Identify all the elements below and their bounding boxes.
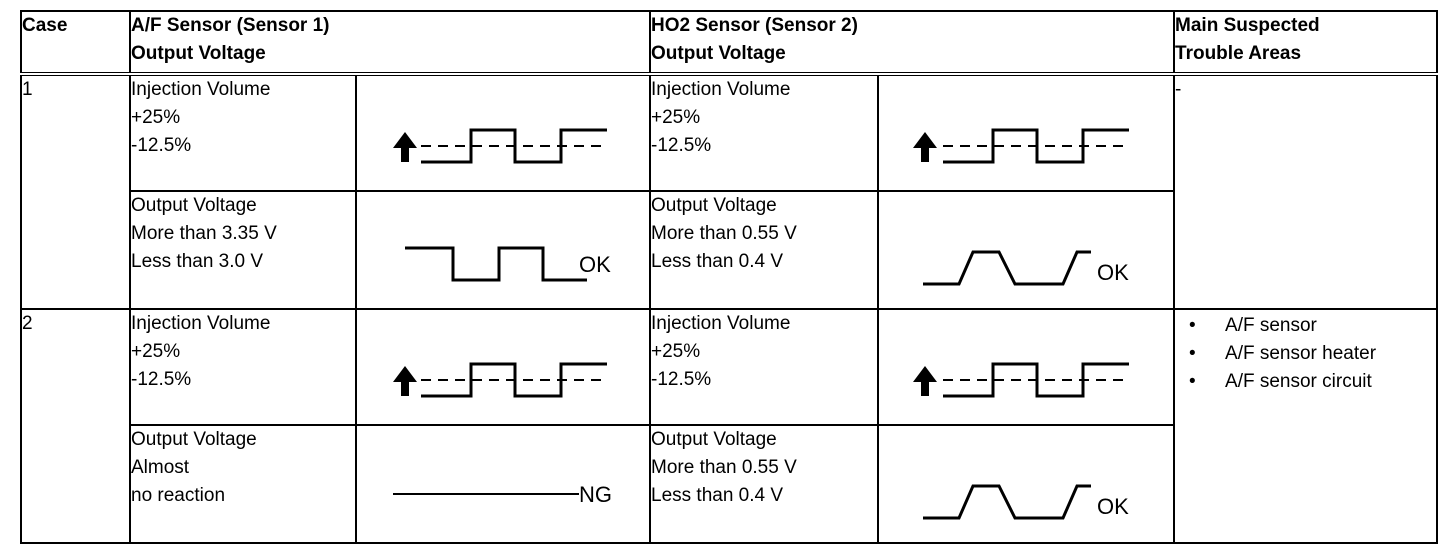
af-output-waveform-icon: OK — [405, 246, 611, 282]
case-number: 2 — [20, 308, 131, 544]
case-1-injection-row: 1 Injection Volume+25%-12.5% Injection V… — [20, 73, 1439, 310]
list-item: •A/F sensor heater — [1189, 343, 1377, 364]
af-output-graph: OK — [355, 190, 651, 310]
list-item: •A/F sensor — [1189, 315, 1317, 336]
injection-waveform-icon — [913, 362, 1129, 398]
ho2-result-label: OK — [1097, 260, 1129, 285]
af-injection-graph — [355, 73, 651, 192]
af-injection-label: Injection Volume+25%-12.5% — [129, 73, 357, 192]
ho2-output-waveform-icon: OK — [923, 484, 1129, 520]
ho2-output-waveform-icon: OK — [923, 250, 1129, 286]
list-item: •A/F sensor circuit — [1189, 371, 1372, 392]
af-output-graph: NG — [355, 424, 651, 544]
ho2-injection-label: Injection Volume+25%-12.5% — [649, 308, 879, 426]
case-2-injection-row: 2 Injection Volume+25%-12.5% Injection V… — [20, 308, 1439, 544]
ho2-injection-graph — [876, 308, 1176, 426]
injection-waveform-icon — [393, 128, 607, 164]
header-af-sensor: A/F Sensor (Sensor 1)Output Voltage — [129, 10, 651, 75]
injection-waveform-icon — [913, 128, 1129, 164]
ho2-output-graph: OK — [876, 190, 1176, 310]
case-2-trouble-areas: •A/F sensor •A/F sensor heater •A/F sens… — [1173, 308, 1439, 544]
ho2-result-label: OK — [1097, 494, 1129, 519]
af-injection-label: Injection Volume+25%-12.5% — [129, 308, 357, 426]
af-injection-graph — [355, 308, 651, 426]
diagnostic-table: Case A/F Sensor (Sensor 1)Output Voltage… — [20, 10, 1439, 544]
injection-waveform-icon — [393, 362, 607, 398]
trouble-area-list: •A/F sensor •A/F sensor heater •A/F sens… — [1175, 310, 1436, 396]
case-1-trouble-areas: - — [1173, 73, 1439, 310]
ho2-output-graph: OK — [876, 424, 1176, 544]
header-ho2-sensor: HO2 Sensor (Sensor 2)Output Voltage — [648, 10, 1176, 75]
ho2-injection-graph — [876, 73, 1176, 192]
af-result-label: NG — [579, 482, 612, 507]
case-number: 1 — [20, 73, 131, 310]
af-result-label: OK — [579, 252, 611, 277]
ho2-injection-label: Injection Volume+25%-12.5% — [649, 73, 879, 192]
flat-output-waveform-icon: NG — [393, 482, 612, 507]
header-row: Case A/F Sensor (Sensor 1)Output Voltage… — [20, 10, 1439, 75]
header-case: Case — [20, 10, 131, 75]
